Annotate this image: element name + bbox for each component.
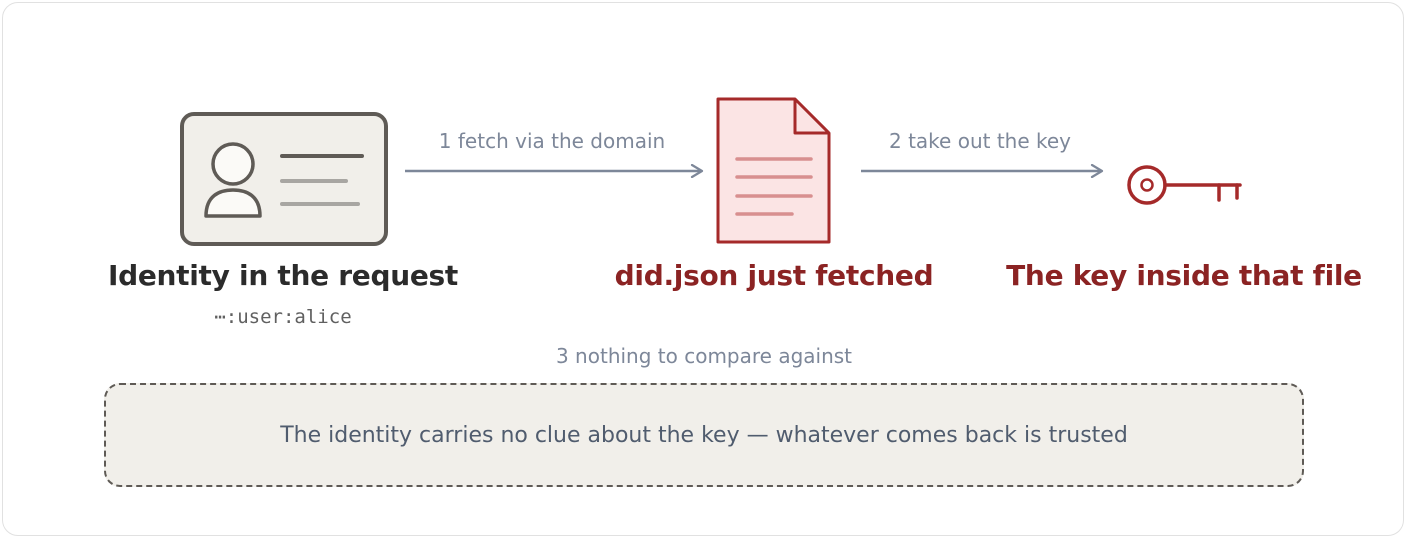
document-title: did.json just fetched bbox=[614, 259, 934, 292]
identity-title: Identity in the request bbox=[107, 259, 459, 292]
key-icon bbox=[1127, 165, 1242, 205]
document-icon bbox=[716, 97, 831, 244]
id-card-icon bbox=[180, 112, 388, 246]
take-edge-label: 2 take out the key bbox=[888, 129, 1072, 153]
identity-subtitle: ⋯:user:alice bbox=[214, 306, 352, 328]
key-title: The key inside that file bbox=[1006, 259, 1362, 292]
trust-note-box: The identity carries no clue about the k… bbox=[104, 383, 1304, 487]
trust-note-text: The identity carries no clue about the k… bbox=[280, 422, 1128, 448]
fetch-edge-label: 1 fetch via the domain bbox=[438, 129, 666, 153]
compare-edge-label: 3 nothing to compare against bbox=[555, 344, 853, 368]
